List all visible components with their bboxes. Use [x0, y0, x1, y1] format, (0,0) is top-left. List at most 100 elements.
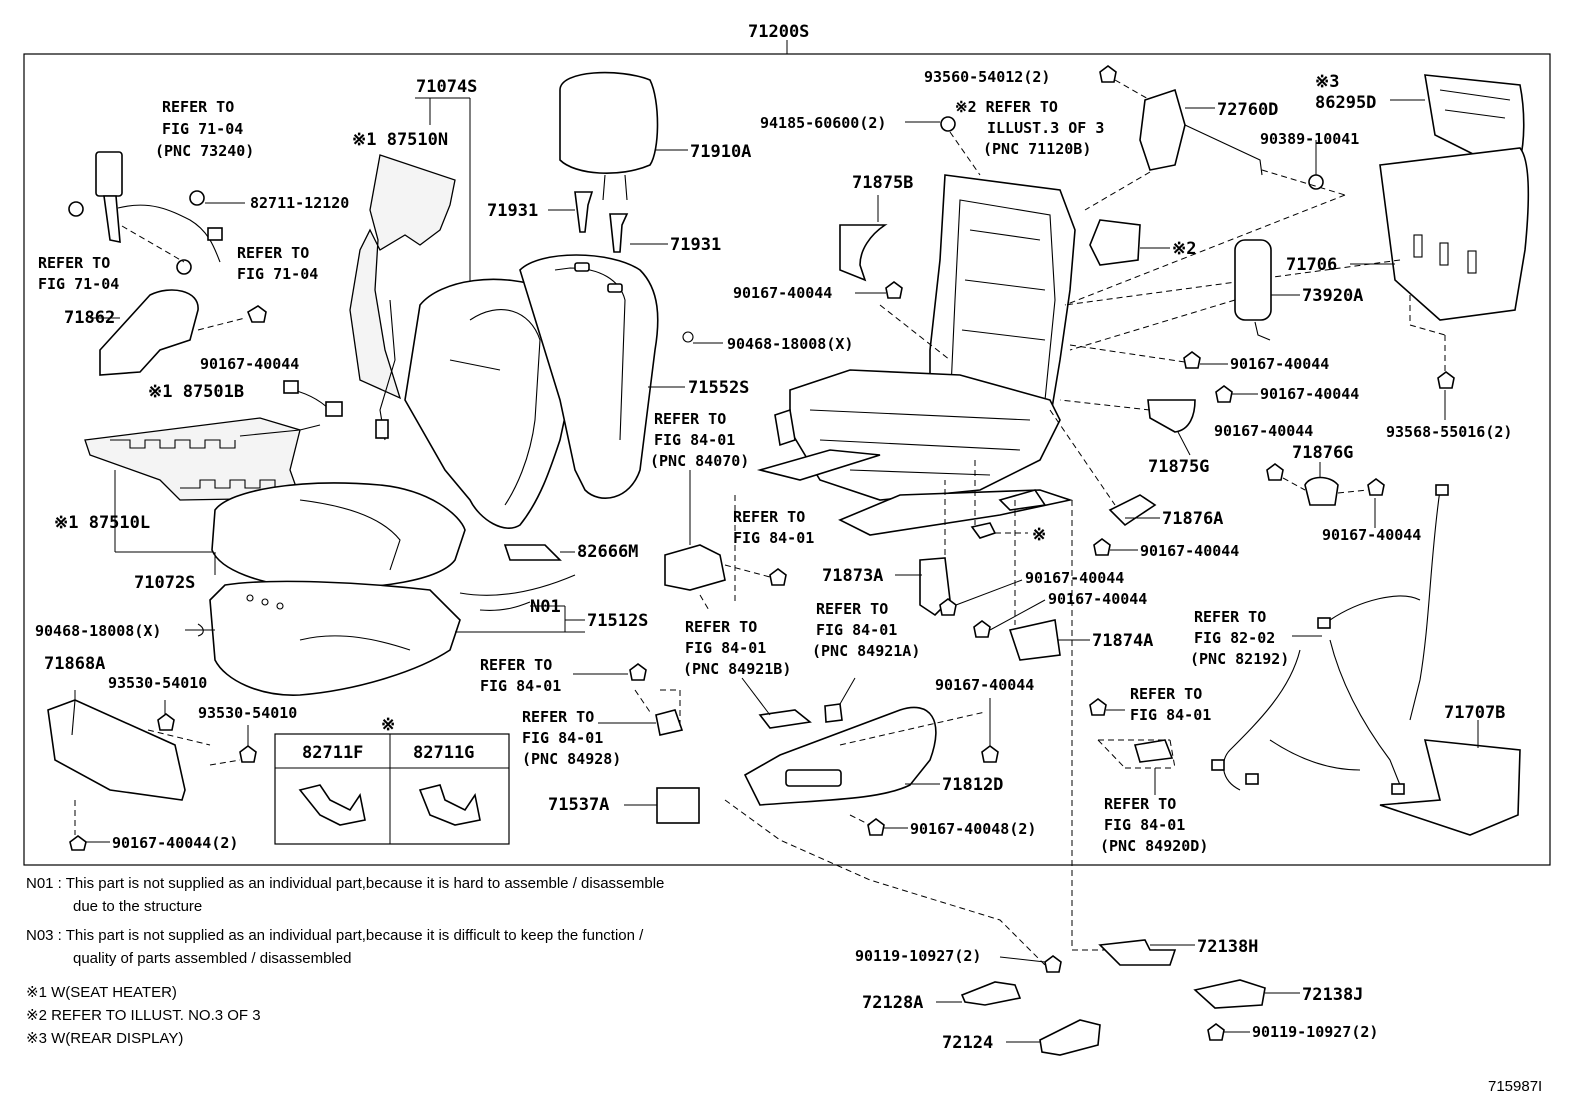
bolt-icon [69, 835, 87, 851]
control-module-part [664, 544, 726, 591]
cushion-pad-part [209, 580, 461, 696]
bolt-icon [973, 620, 991, 638]
bolt-icon [1215, 385, 1233, 403]
label-p90167-40044-h: 90167-40044 [1025, 569, 1124, 587]
seat-belt-buckle-part [68, 151, 223, 275]
part-x2 [1089, 219, 1141, 266]
bracket-71707B-part [1379, 739, 1521, 836]
label-refer7104a-3: (PNC 73240) [155, 142, 254, 160]
label-p72128a: 72128A [862, 993, 923, 1013]
label-p71552s: 71552S [688, 378, 749, 398]
bolt-icon [867, 818, 885, 836]
label-refer8401g-2: FIG 84-01 [1130, 706, 1211, 724]
bolt-icon [247, 305, 267, 323]
headrest-guide-part [609, 213, 629, 253]
label-p72124: 72124 [942, 1033, 993, 1053]
label-p71875g: 71875G [1148, 457, 1209, 477]
label-p90167-40044-b: 90167-40044 [733, 284, 832, 302]
headrest-guide-part [574, 191, 594, 233]
nut-icon [1308, 174, 1324, 190]
label-refer8401a-3: (PNC 84070) [650, 452, 749, 470]
bolt-icon [157, 713, 175, 731]
label-p90167-40044-i: 90167-40044 [1048, 590, 1147, 608]
label-p71812d: 71812D [942, 775, 1003, 795]
label-refer8401e-2: FIG 84-01 [522, 729, 603, 747]
label-p71931-b: 71931 [670, 235, 721, 255]
label-pn01: N01 [530, 597, 561, 617]
label-p73920a: 73920A [1302, 286, 1363, 306]
label-refer8401b-2: FIG 84-01 [733, 529, 814, 547]
label-refer8401c-2: FIG 84-01 [685, 639, 766, 657]
label-p93568-55016: 93568-55016(2) [1386, 423, 1512, 441]
label-refer8401c-3: (PNC 84921B) [683, 660, 791, 678]
bracket-71874A-part [1008, 619, 1061, 661]
bolt-icon [1089, 698, 1107, 716]
bracket-71876A-part [1108, 494, 1157, 527]
label-n01-a: N01 : This part is not supplied as an in… [26, 875, 664, 892]
label-refer8401f-2: FIG 84-01 [816, 621, 897, 639]
label-p72760d: 72760D [1217, 100, 1278, 120]
label-refer8401d-2: FIG 84-01 [480, 677, 561, 695]
label-refer7104c-2: FIG 71-04 [237, 265, 318, 283]
seatback-board-part [1379, 147, 1530, 321]
label-p90167-40044-2: 90167-40044(2) [112, 834, 238, 852]
label-refer8401b-1: REFER TO [733, 508, 805, 526]
label-p90167-40044-g: 90167-40044 [1140, 542, 1239, 560]
label-p71706: 71706 [1286, 255, 1337, 275]
label-p71874a: 71874A [1092, 631, 1153, 651]
label-p90167-40044-j: 90167-40044 [935, 676, 1034, 694]
cover-72128A-part [960, 981, 1022, 1006]
label-p90468-18008-b: 90468-18008(X) [727, 335, 853, 353]
label-p72138h: 72138H [1197, 937, 1258, 957]
label-p71072s: 71072S [134, 573, 195, 593]
assembly-title: 71200S [748, 22, 809, 42]
label-p93530-54010-a: 93530-54010 [108, 674, 207, 692]
bolt-icon [981, 745, 999, 763]
label-p90167-40044-f: 90167-40044 [1322, 526, 1421, 544]
label-x3: ※3 [1315, 72, 1339, 92]
footnotes: N01 : This part is not supplied as an in… [26, 875, 664, 1047]
wire-harness-part [1409, 489, 1441, 721]
side-airbag-part [1234, 239, 1272, 321]
label-refer8202-2: FIG 82-02 [1194, 629, 1275, 647]
label-refer8401d-1: REFER TO [480, 656, 552, 674]
bracket-71875G-part [1147, 399, 1196, 433]
nut-icon [940, 116, 956, 132]
bolt-icon [1093, 538, 1111, 556]
label-refer8401f-3: (PNC 84921A) [812, 642, 920, 660]
part-82666M [503, 544, 562, 561]
clip-82711F-part [298, 784, 366, 826]
label-x2: ※2 REFER TO ILLUST. NO.3 OF 3 [26, 1007, 261, 1024]
label-p87510l: ※1 87510L [54, 513, 150, 533]
bolt-icon [769, 568, 787, 586]
label-refer8401e-3: (PNC 84928) [522, 750, 621, 768]
label-p90167-40044-a: 90167-40044 [200, 355, 299, 373]
cover-72138J-part [1193, 979, 1266, 1009]
label-p87501b: ※1 87501B [148, 382, 244, 402]
label-p94185-60600: 94185-60600(2) [760, 114, 886, 132]
label-p82711f: 82711F [302, 743, 363, 763]
label-p71862: 71862 [64, 308, 115, 328]
bolt-icon [1099, 65, 1117, 83]
label-refer8401f-1: REFER TO [816, 600, 888, 618]
bolt-icon [629, 663, 647, 681]
bracket-71876G-part [1304, 476, 1339, 506]
label-p71875b: 71875B [852, 173, 913, 193]
cover-72138H-part [1098, 939, 1177, 966]
label-p86295d: 86295D [1315, 93, 1376, 113]
label-p71910a: 71910A [690, 142, 751, 162]
label-p71537a: 71537A [548, 795, 609, 815]
label-p72138j: 72138J [1302, 985, 1363, 1005]
clip-82711G-part [418, 784, 481, 826]
label-p90167-40048: 90167-40048(2) [910, 820, 1036, 838]
label-refer8401h-1: REFER TO [1104, 795, 1176, 813]
label-p90167-40044-d: 90167-40044 [1260, 385, 1359, 403]
headrest-part [559, 71, 659, 174]
switch-71862-part [99, 289, 199, 376]
clip-part [970, 522, 997, 539]
label-x3: ※3 W(REAR DISPLAY) [26, 1030, 183, 1047]
bolt-icon [1183, 351, 1201, 369]
part-labels: 71074S ※1 87510N REFER TO FIG 71-04 (PNC… [35, 68, 1542, 1095]
heater-mat-upper-part [349, 154, 456, 400]
